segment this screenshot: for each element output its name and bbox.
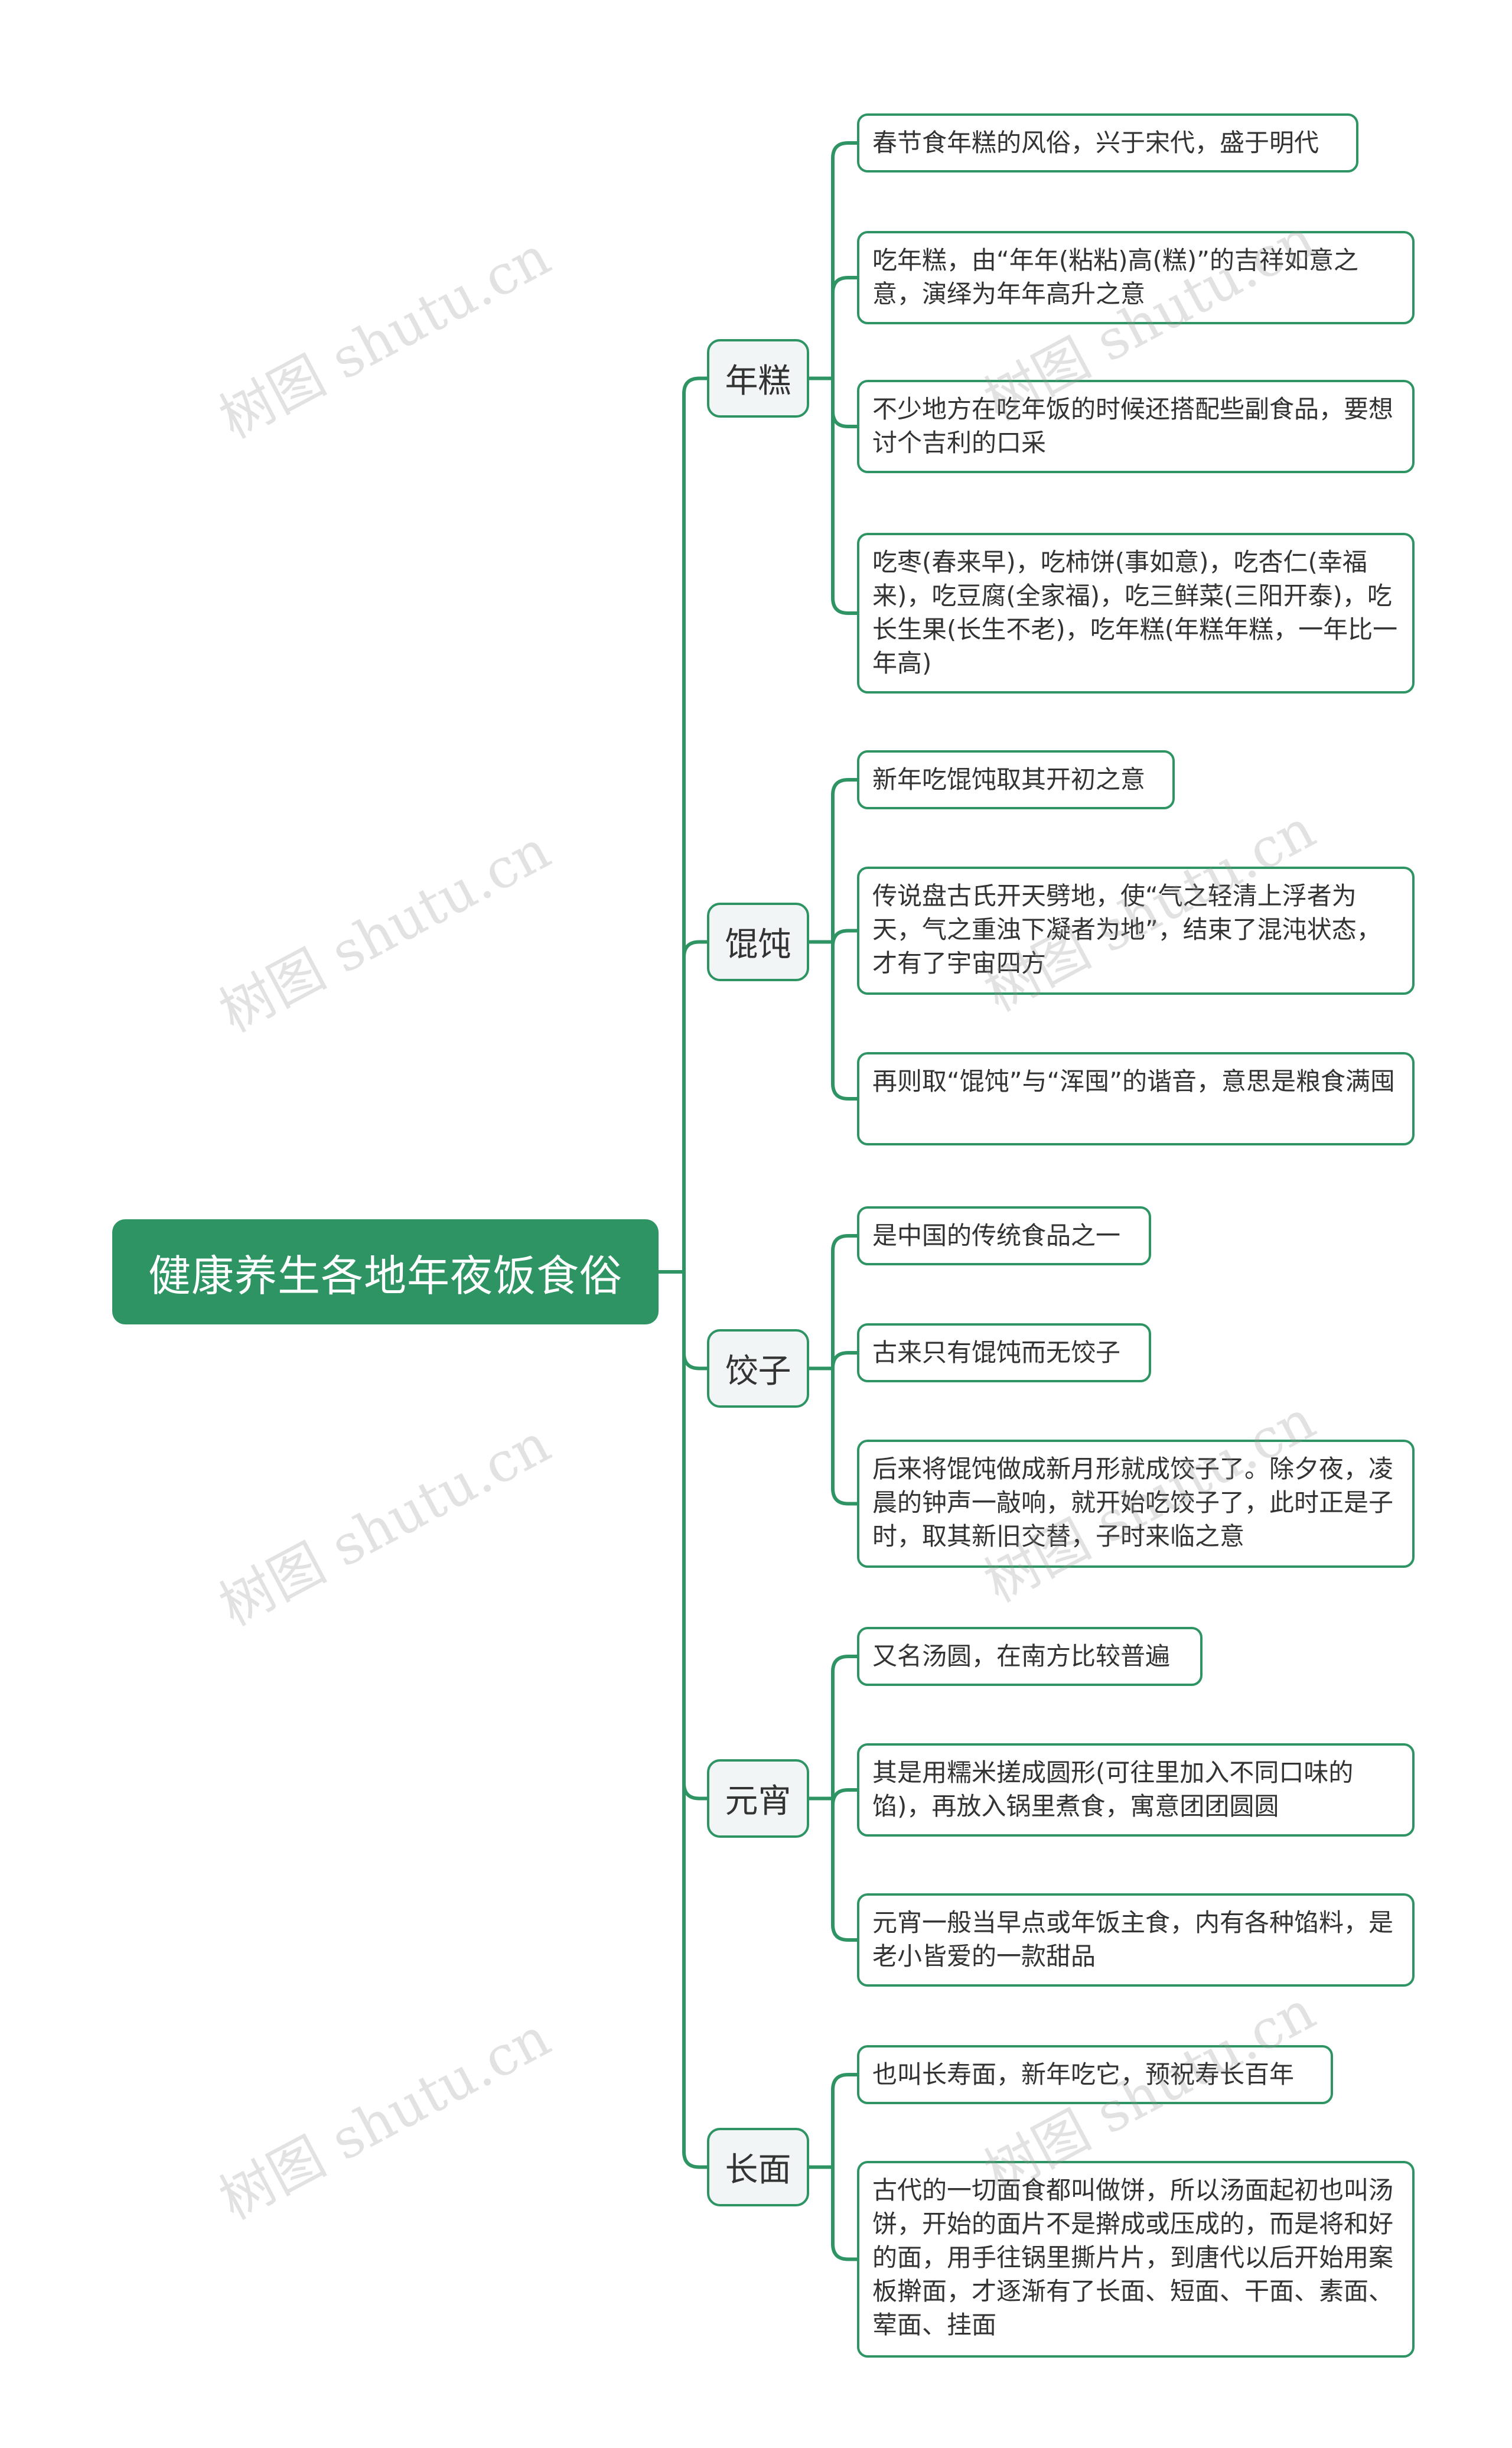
leaf-yuanxiao-2[interactable]: 其是用糯米搓成圆形(可往里加入不同口味的馅)，再放入锅里煮食，寓意团团圆圆: [857, 1743, 1415, 1837]
leaf-huntun-1[interactable]: 新年吃馄饨取其开初之意: [857, 750, 1175, 809]
connector-line: [831, 376, 859, 615]
leaf-yuanxiao-1[interactable]: 又名汤圆，在南方比较普遍: [857, 1627, 1203, 1686]
branch-niangao[interactable]: 年糕: [707, 339, 809, 418]
connector-line: [831, 1351, 859, 1371]
connector-line: [831, 1366, 859, 1506]
root-node[interactable]: 健康养生各地年夜饭食俗: [112, 1219, 659, 1324]
connector-line: [682, 1270, 709, 1371]
connector-line: [831, 940, 859, 1101]
leaf-huntun-3[interactable]: 再则取“馄饨”与“浑囤”的谐音，意思是粮食满囤: [857, 1052, 1415, 1145]
leaf-jiaozi-1[interactable]: 是中国的传统食品之一: [857, 1206, 1151, 1265]
connector-line: [831, 1796, 859, 1942]
connector-line: [682, 1270, 709, 1801]
leaf-changmian-1[interactable]: 也叫长寿面，新年吃它，预祝寿长百年: [857, 2045, 1333, 2104]
connector-line: [682, 1270, 709, 2169]
connector-line: [831, 2165, 859, 2261]
leaf-jiaozi-2[interactable]: 古来只有馄饨而无饺子: [857, 1323, 1151, 1382]
leaf-jiaozi-3[interactable]: 后来将馄饨做成新月形就成饺子了。除夕夜，凌晨的钟声一敲响，就开始吃饺子了，此时正…: [857, 1440, 1415, 1568]
branch-label: 长面: [725, 2151, 791, 2189]
connector-line: [831, 1234, 859, 1371]
leaf-niangao-1[interactable]: 春节食年糕的风俗，兴于宋代，盛于明代: [857, 113, 1358, 172]
branch-label: 元宵: [725, 1782, 791, 1821]
branch-label: 年糕: [725, 362, 791, 401]
connector-line: [831, 141, 859, 380]
connector-line: [831, 276, 859, 380]
connector-line: [831, 929, 859, 946]
leaf-huntun-2[interactable]: 传说盘古氏开天劈地，使“气之轻清上浮者为天，气之重浊下凝者为地”，结束了混沌状态…: [857, 867, 1415, 995]
connector-line: [831, 1655, 859, 1801]
branch-label: 馄饨: [725, 926, 791, 964]
connector-line: [682, 940, 709, 1274]
branch-huntun[interactable]: 馄饨: [707, 903, 809, 981]
leaf-niangao-4[interactable]: 吃枣(春来早)，吃柿饼(事如意)，吃杏仁(幸福来)，吃豆腐(全家福)，吃三鲜菜(…: [857, 533, 1415, 694]
leaf-niangao-2[interactable]: 吃年糕，由“年年(粘粘)高(糕)”的吉祥如意之意，演绎为年年高升之意: [857, 231, 1415, 324]
branch-yuanxiao[interactable]: 元宵: [707, 1759, 809, 1838]
root-title: 健康养生各地年夜饭食俗: [148, 1251, 623, 1301]
leaf-yuanxiao-3[interactable]: 元宵一般当早点或年饭主食，内有各种馅料，是老小皆爱的一款甜品: [857, 1893, 1415, 1987]
connector-line: [831, 376, 859, 428]
connector-line: [831, 778, 859, 944]
connector-line: [831, 2073, 859, 2169]
branch-label: 饺子: [725, 1352, 791, 1391]
branch-jiaozi[interactable]: 饺子: [707, 1329, 809, 1408]
leaf-changmian-2[interactable]: 古代的一切面食都叫做饼，所以汤面起初也叫汤饼，开始的面片不是擀成或压成的，而是将…: [857, 2161, 1415, 2358]
connector-line: [831, 1788, 859, 1806]
branch-changmian[interactable]: 长面: [707, 2128, 809, 2206]
connector-line: [682, 376, 709, 1274]
leaf-niangao-3[interactable]: 不少地方在吃年饭的时候还搭配些副食品，要想讨个吉利的口采: [857, 380, 1415, 473]
